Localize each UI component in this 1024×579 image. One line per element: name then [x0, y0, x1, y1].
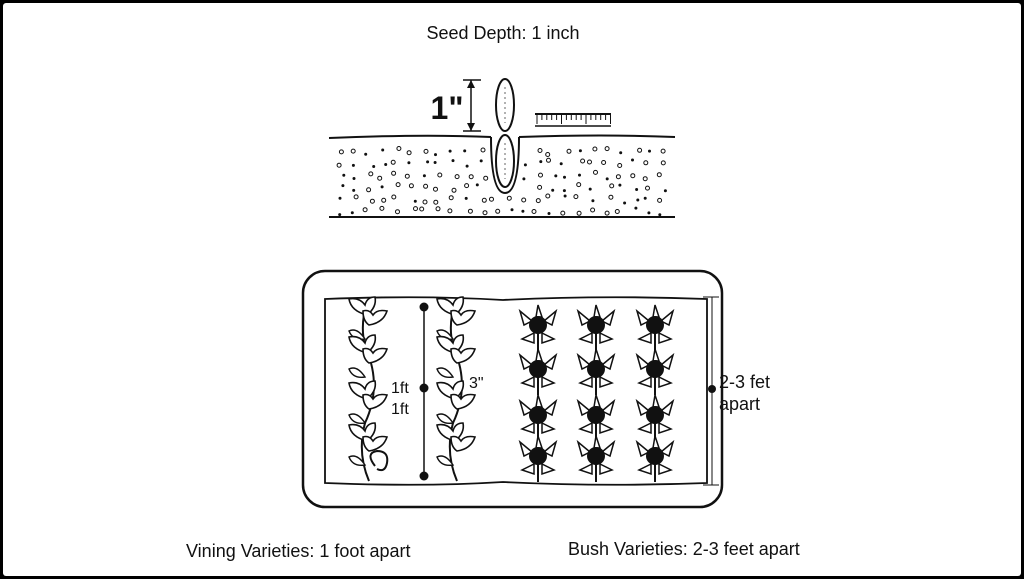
ruler-icon — [535, 113, 611, 127]
bush-plant-icon — [518, 394, 558, 441]
vine-leaf-icon — [348, 334, 389, 379]
bush-plant-icon — [576, 348, 616, 395]
vine-leaf-icon — [348, 296, 389, 341]
diagram-title: Seed Depth: 1 inch — [426, 23, 579, 43]
bush-plant-icon — [635, 348, 675, 395]
seed-icon — [495, 78, 515, 132]
planting-diagram: Seed Depth: 1 inch 1" — [186, 23, 800, 561]
vine-tendril-icon — [369, 449, 389, 472]
vine-rows — [348, 296, 477, 482]
bush-spacing-dimension — [703, 296, 719, 486]
bush-plant-icon — [518, 304, 558, 351]
bush-grid — [518, 304, 675, 482]
vine-gap-label: 3" — [469, 375, 484, 392]
depth-dimension — [463, 79, 481, 132]
vine-leaf-icon — [436, 422, 477, 467]
bush-plant-icon — [576, 304, 616, 351]
vine-leaf-icon — [348, 422, 389, 467]
bush-plant-icon — [518, 348, 558, 395]
vine-leaf-icon — [436, 334, 477, 379]
soil-cross-section — [328, 134, 676, 218]
vine-spacing-dimension — [419, 302, 429, 481]
bush-plant-icon — [635, 304, 675, 351]
planted-seed-icon — [495, 134, 515, 188]
depth-label: 1" — [431, 90, 464, 126]
vine-leaf-icon — [436, 296, 477, 341]
vine-spacing-label-top: 1ft — [391, 380, 409, 397]
caption-bush: Bush Varieties: 2-3 feet apart — [568, 539, 800, 559]
diagram-canvas: Seed Depth: 1 inch 1" — [3, 3, 1021, 576]
bush-plant-icon — [635, 394, 675, 441]
caption-vining: Vining Varieties: 1 foot apart — [186, 541, 410, 561]
vine-spacing-label-bottom: 1ft — [391, 401, 409, 418]
soil-texture — [336, 146, 667, 217]
bush-plant-icon — [518, 435, 558, 482]
vine-leaf-icon — [348, 380, 389, 425]
vine-leaf-icon — [436, 380, 477, 425]
bush-plant-icon — [635, 435, 675, 482]
bush-plant-icon — [576, 394, 616, 441]
bush-spacing-label-line1: 2-3 fet — [719, 372, 770, 392]
garden-bed — [301, 269, 724, 509]
bush-plant-icon — [576, 435, 616, 482]
bush-spacing-label-line2: apart — [719, 394, 760, 414]
